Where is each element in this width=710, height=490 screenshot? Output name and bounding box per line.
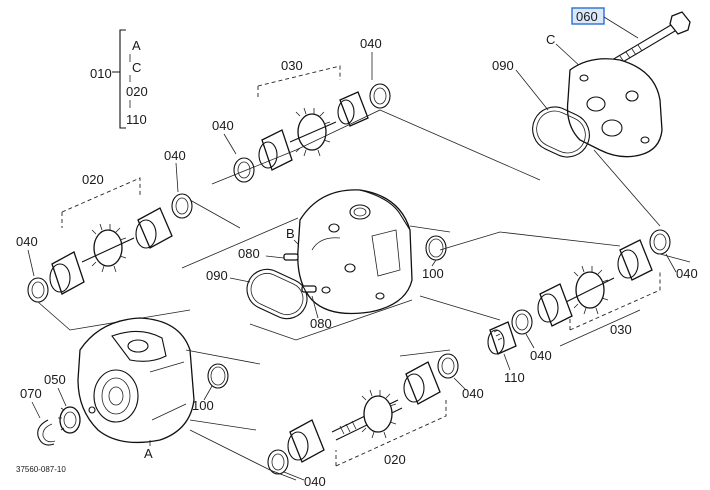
assembly-outline-left [37,199,241,331]
washer-040-bottom-right [437,353,459,379]
bolt-060 [611,11,691,67]
leader-C [555,43,583,69]
bushing-030-right [617,239,653,281]
part-label-110-right[interactable]: 110 [504,370,525,385]
part-label-100-right[interactable]: 100 [422,266,444,281]
drive-shaft-gear-020 [331,389,403,441]
leader-040-mid [525,333,535,349]
bushing-030-right-2 [537,283,573,327]
oring-100-left [207,363,229,389]
assembly-outline-left-bottom [185,349,261,431]
part-label-A-list[interactable]: A [132,38,141,53]
part-label-B[interactable]: B [286,226,295,241]
bushing-020-bottom-2 [287,419,325,463]
washer-040-mid [511,309,533,335]
part-060-highlight-box[interactable] [571,7,605,25]
leader-040-right [665,253,677,273]
leader-090-mid [229,277,251,283]
assembly-outline-center [181,217,501,341]
bushing-030-top-left [258,129,293,171]
leader-090-top [515,69,549,111]
part-label-110-list[interactable]: 110 [126,112,147,127]
leader-040-bottom-right [453,377,467,391]
bushing-030-top [337,91,369,127]
part-label-060[interactable]: 060 [576,9,598,24]
part-label-040-bottom-right[interactable]: 040 [462,386,484,401]
part-label-040-right[interactable]: 040 [676,266,698,281]
leader-040-bottom [283,471,305,481]
cover-plate-C [566,58,663,158]
part-label-C-list[interactable]: C [132,60,141,75]
washer-040-topleft [233,157,255,183]
bushing-020-left-2 [49,251,85,295]
bracket-020-bottom [335,400,447,467]
leader-050 [57,387,67,407]
leader-100-left [203,385,213,401]
gear-shaft-020-left [81,223,135,273]
bushing-020-bottom [403,361,441,405]
oring-090-mid [246,268,308,320]
part-label-040-left[interactable]: 040 [16,234,38,249]
pump-housing-B [297,189,413,315]
part-label-040-top[interactable]: 040 [360,36,382,51]
kit-list-010 [112,29,131,129]
part-label-090-top[interactable]: 090 [492,58,514,73]
leader-040-left [27,249,35,277]
needle-bearing-110 [487,321,517,355]
part-label-100-left[interactable]: 100 [192,398,214,413]
snap-ring-070 [37,419,55,446]
part-label-020-left[interactable]: 020 [82,172,104,187]
part-label-080-lower[interactable]: 080 [310,316,332,331]
leader-080-lower [311,295,319,319]
part-label-070[interactable]: 070 [20,386,42,401]
bracket-020-left [61,177,141,228]
part-label-020-bottom[interactable]: 020 [384,452,406,467]
part-label-C-top[interactable]: C [546,32,555,47]
part-label-040-left-upper[interactable]: 040 [164,148,186,163]
front-housing-A [77,317,195,444]
leader-070 [31,401,41,419]
leader-110-right [503,353,511,371]
part-label-020-list[interactable]: 020 [126,84,148,99]
pin-080-upper [283,253,299,261]
leader-040-topleft [223,133,237,155]
part-label-A-bottom[interactable]: A [144,446,153,461]
washer-040-top [369,83,391,109]
leader-060 [603,16,639,39]
figure-code: 37560-087-10 [16,465,66,474]
bushing-020-left [135,207,173,249]
oil-seal-050 [58,406,81,434]
part-label-040-topleft[interactable]: 040 [212,118,234,133]
gear-030-top [289,107,337,157]
part-label-090-mid[interactable]: 090 [206,268,228,283]
leader-100-right [431,259,437,267]
part-label-050[interactable]: 050 [44,372,66,387]
gear-030-right [565,265,615,315]
part-label-040-bottom[interactable]: 040 [304,474,326,489]
part-label-080-upper[interactable]: 080 [238,246,260,261]
part-label-010[interactable]: 010 [90,66,112,81]
part-label-030-right[interactable]: 030 [610,322,632,337]
bracket-030-top [257,65,341,98]
assembly-outline-top [211,109,541,185]
washer-040-left-upper [171,193,193,219]
leader-080-upper [265,255,285,259]
part-label-030-top[interactable]: 030 [281,58,303,73]
assembly-outline-right [439,149,691,347]
leader-040-left-upper [175,162,179,193]
part-060-highlight-fill [572,8,604,24]
oring-090-top [532,106,590,158]
washer-040-bottom [267,449,289,475]
assembly-outline-bottom [189,349,451,481]
part-label-040-mid[interactable]: 040 [530,348,552,363]
